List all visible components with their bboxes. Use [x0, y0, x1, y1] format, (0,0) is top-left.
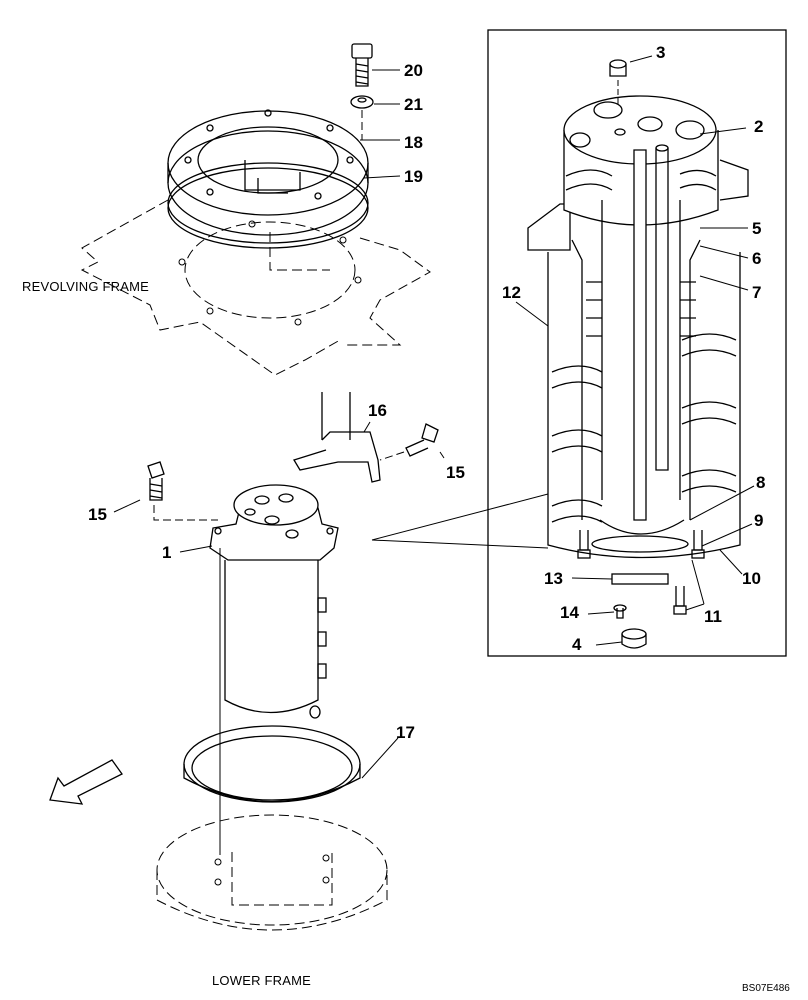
callout-8: 8: [756, 473, 766, 492]
callout-19: 19: [404, 167, 423, 186]
leader-lines: [113, 55, 755, 779]
bracket-16: [293, 392, 381, 483]
bolt-15-right: [405, 423, 439, 457]
revolving-frame-outline: [80, 199, 431, 376]
detail-plate-13: [611, 573, 669, 585]
ring-plate-18: [167, 109, 369, 236]
detail-grooves: [551, 169, 737, 523]
seal-17: [183, 725, 361, 803]
callout-9: 9: [754, 511, 764, 530]
center-joint-1: [209, 484, 339, 719]
detail-screw-14: [613, 604, 627, 619]
shim-19: [167, 162, 369, 249]
detail-bolt-9b: [691, 530, 705, 559]
bolt-20: [351, 43, 373, 87]
callout-12: 12: [502, 283, 521, 302]
lower-frame-label: LOWER FRAME: [212, 973, 311, 988]
detail-box: [487, 29, 787, 657]
callout-1: 1: [162, 543, 172, 562]
lower-frame-outline: [156, 814, 388, 931]
callout-15-left: 15: [88, 505, 107, 524]
callout-21: 21: [404, 95, 423, 114]
callout-16: 16: [368, 401, 387, 420]
revolving-frame-holes: [178, 220, 362, 326]
callout-3: 3: [656, 43, 666, 62]
detail-body-12: [527, 95, 749, 559]
front-direction-arrow: [49, 759, 123, 805]
callout-18: 18: [404, 133, 423, 152]
callout-14: 14: [560, 603, 579, 622]
callout-20: 20: [404, 61, 423, 80]
callout-13: 13: [544, 569, 563, 588]
callout-4: 4: [572, 635, 582, 654]
callout-17: 17: [396, 723, 415, 742]
drawing-code: BS07E486: [742, 983, 790, 994]
detail-bolt-9: [577, 530, 591, 559]
callout-10: 10: [742, 569, 761, 588]
detail-bolt-11: [673, 586, 687, 615]
callout-2: 2: [754, 117, 764, 136]
revolving-frame-label: REVOLVING FRAME: [22, 279, 150, 294]
callout-7: 7: [752, 283, 762, 302]
callout-15-right: 15: [446, 463, 465, 482]
callout-5: 5: [752, 219, 762, 238]
bolt-15-left: [147, 461, 165, 501]
callout-11: 11: [704, 607, 722, 626]
washer-21: [350, 95, 374, 109]
lower-frame-holes: [214, 854, 330, 886]
detail-cap-4: [621, 628, 647, 649]
detail-plug-3: [609, 59, 627, 77]
callout-6: 6: [752, 249, 762, 268]
